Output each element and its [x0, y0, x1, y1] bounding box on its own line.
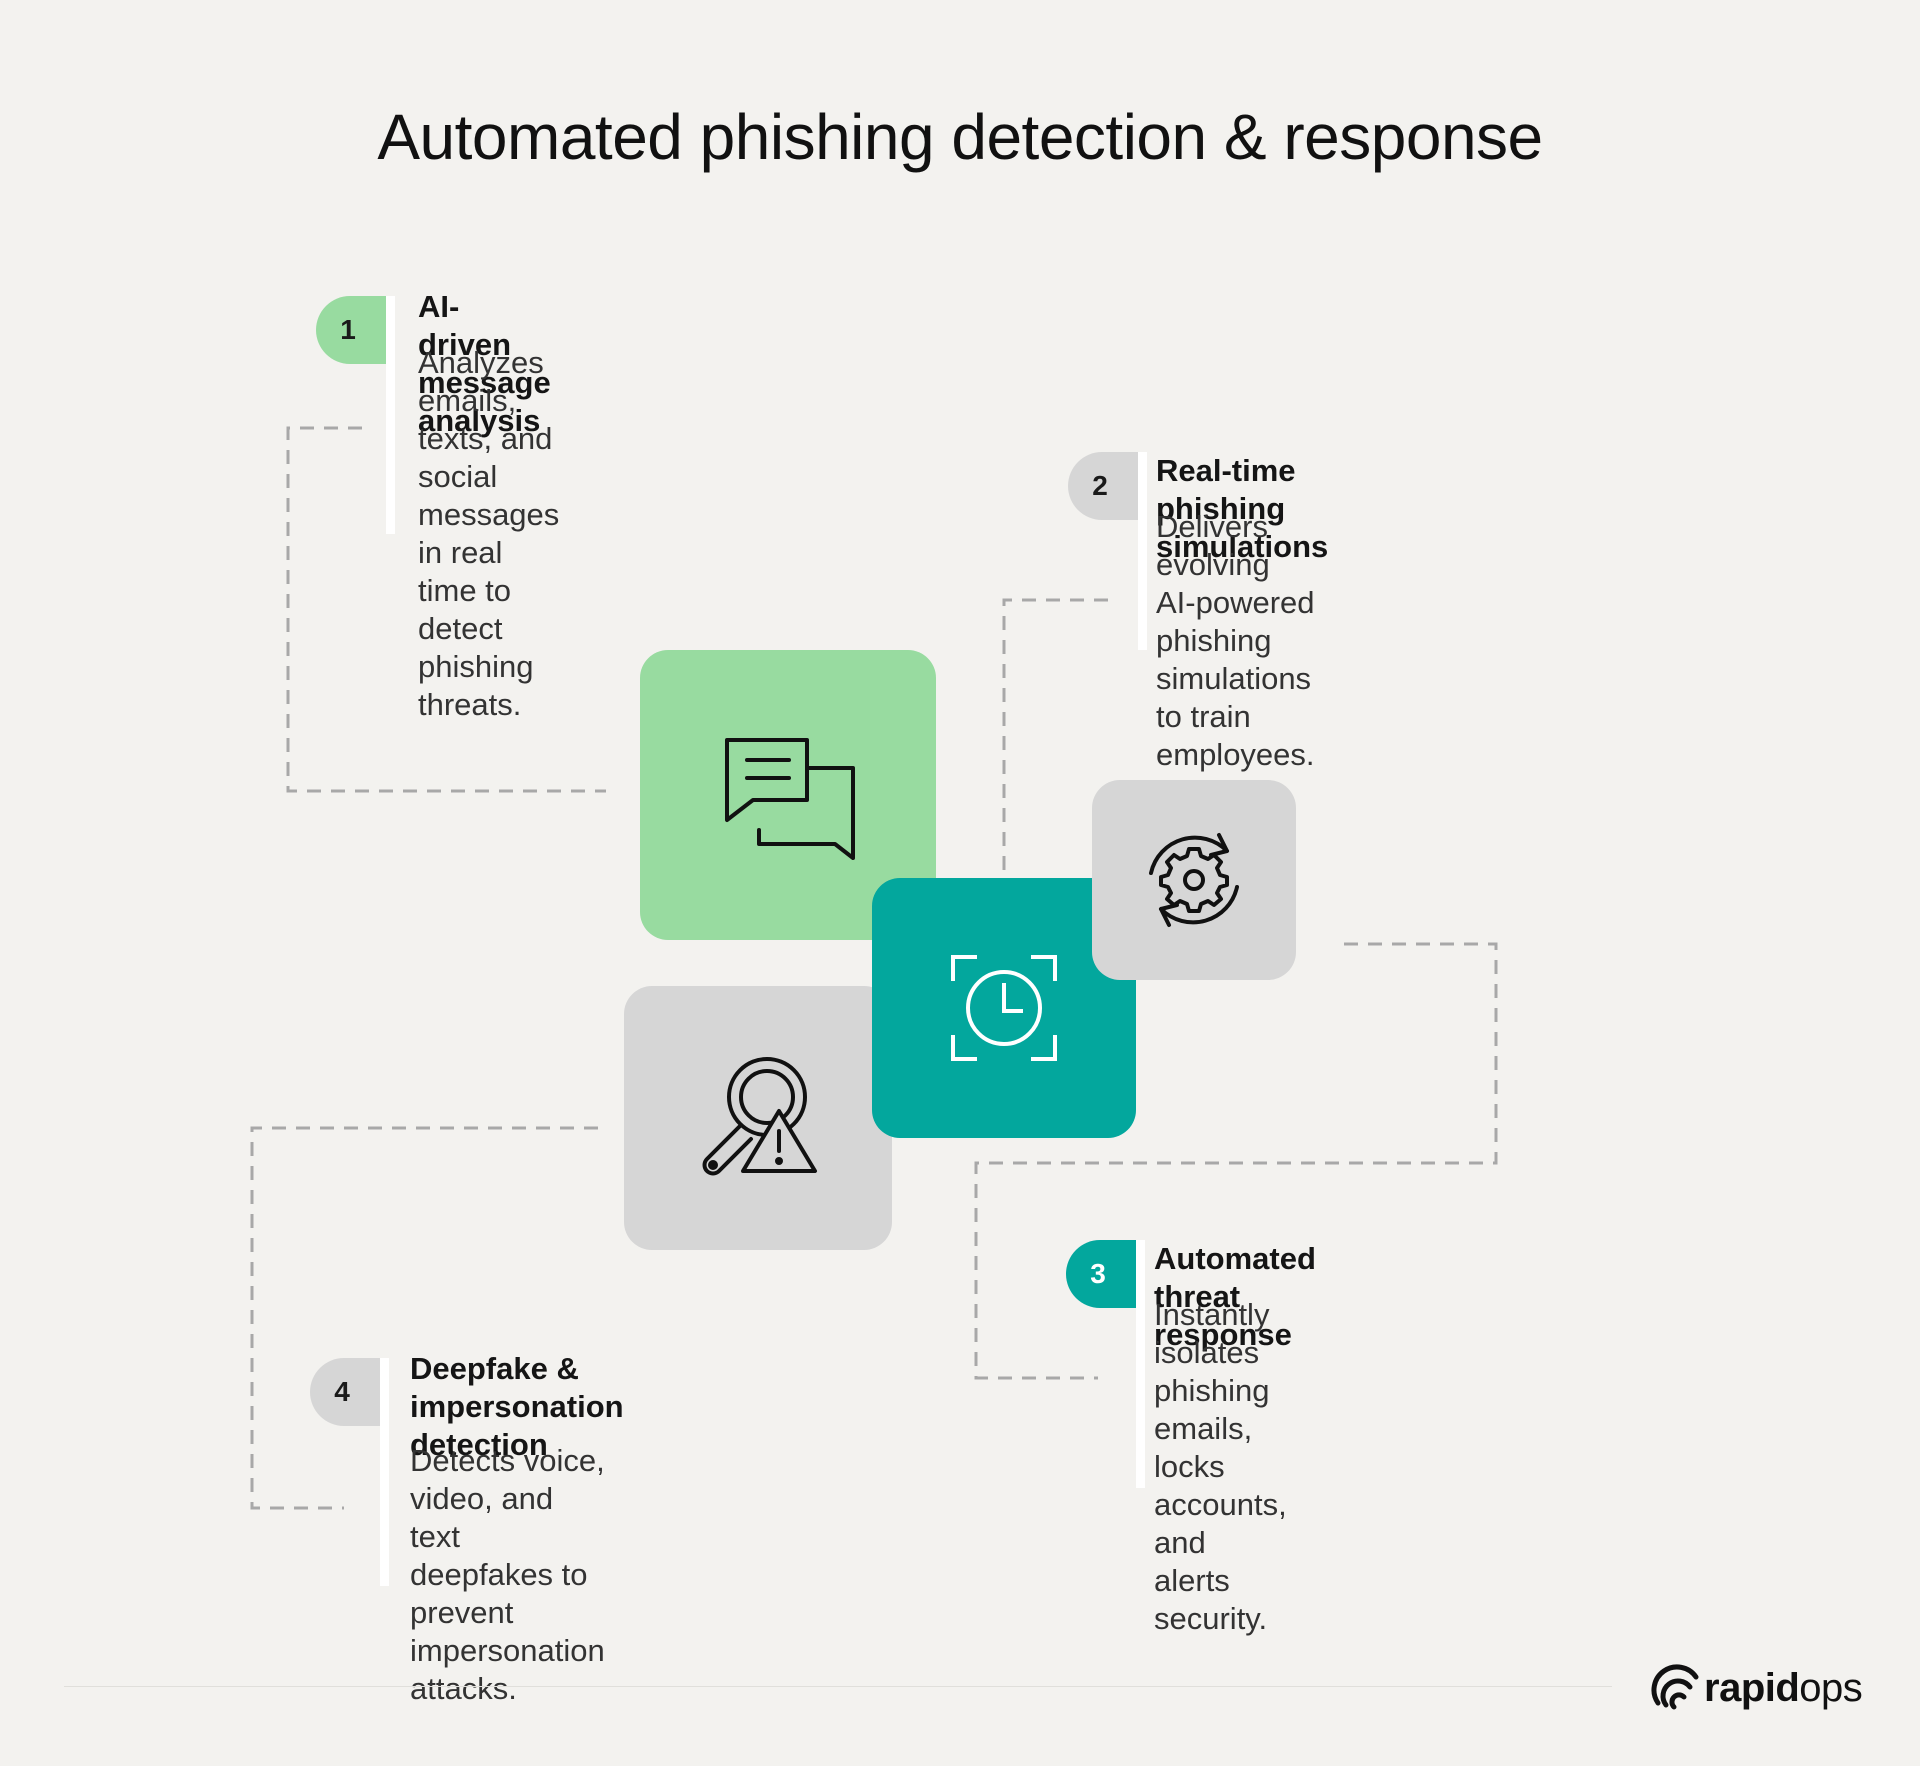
gear-refresh-icon: [1149, 833, 1239, 927]
step-title: Automated threat response: [1154, 1241, 1316, 1352]
step-number-badge: 4: [310, 1358, 380, 1426]
step-number-badge: 2: [1068, 452, 1138, 520]
step-divider: [380, 1358, 389, 1586]
logo-text-ops: ops: [1799, 1665, 1863, 1710]
tile-phishing-simulations: [1092, 780, 1296, 980]
connector-3: [974, 942, 1498, 1380]
connector-2: [1002, 598, 1108, 878]
step-title: Deepfake & impersonation detection: [410, 1351, 624, 1462]
connector-4: [250, 1126, 598, 1510]
magnifier-warning-icon: [702, 1057, 817, 1176]
rapidops-logo-icon: [1651, 1664, 1699, 1710]
step-number-badge: 3: [1066, 1240, 1136, 1308]
step-title: AI-driven message analysis: [418, 289, 551, 438]
logo-text-rapid: rapid: [1704, 1665, 1800, 1710]
footer-divider: [64, 1686, 1612, 1687]
step-description: Analyzes emails, texts, and social messa…: [418, 345, 560, 722]
clock-scan-icon: [951, 955, 1057, 1061]
step-number-badge: 1: [316, 296, 386, 364]
step-description: Detects voice, video, and text deepfakes…: [410, 1443, 605, 1706]
step-description: Delivers evolving AI-powered phishing si…: [1156, 509, 1315, 772]
connector-1: [286, 426, 606, 793]
step-title: Real-time phishing simulations: [1156, 453, 1329, 564]
tile-deepfake-detection: [624, 986, 892, 1250]
page-title: Automated phishing detection & response: [377, 101, 1543, 173]
chat-bubbles-icon: [725, 738, 855, 860]
step-divider: [1138, 452, 1147, 650]
step-divider: [1136, 1240, 1145, 1488]
step-divider: [386, 296, 395, 534]
step-description: Instantly isolates phishing emails, lock…: [1154, 1297, 1287, 1636]
